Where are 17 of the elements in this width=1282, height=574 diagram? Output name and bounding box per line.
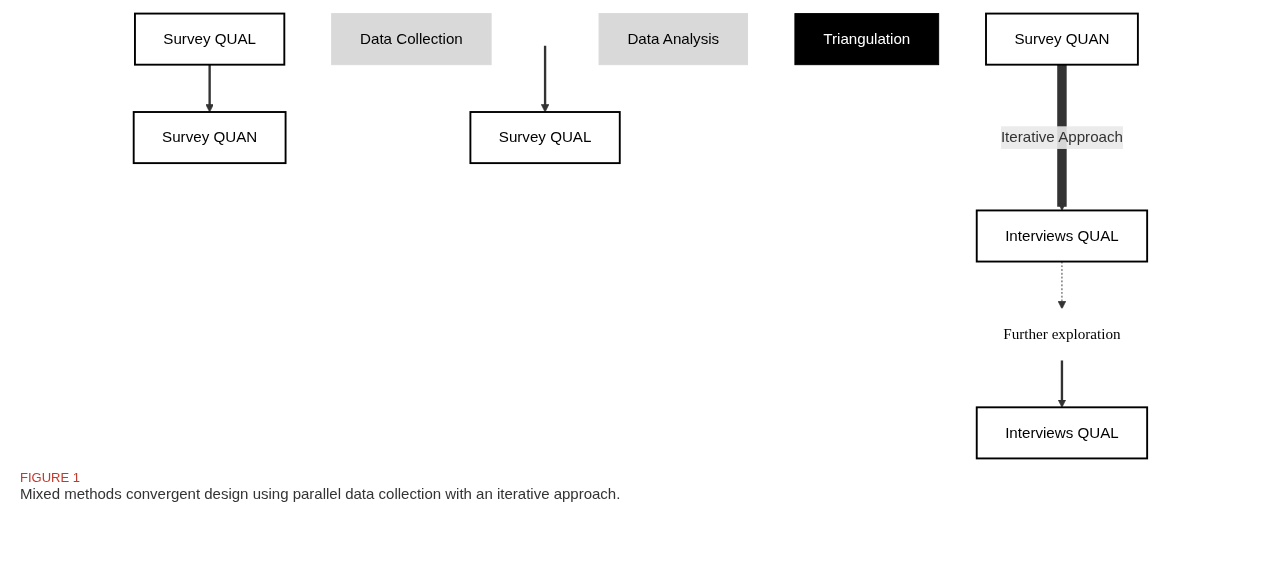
figure-caption: Mixed methods convergent design using parallel data collection with an iterative approach. (20, 485, 622, 502)
node-box: Data Collection (330, 13, 492, 66)
node-box: Survey QUAL (469, 111, 621, 165)
arrow (1056, 63, 1067, 211)
edge-label: Iterative Approach (1000, 129, 1123, 146)
node-text: Further exploration (1002, 325, 1121, 343)
arrow (205, 64, 214, 113)
node-box: Interviews QUAL (975, 406, 1148, 460)
node-box: Survey QUAN (984, 12, 1139, 66)
arrow (540, 45, 549, 113)
node-box: Survey QUAN (132, 111, 287, 165)
figure-label: FIGURE 1 (20, 470, 81, 485)
node-box: Data Analysis (598, 13, 748, 66)
node-box: Triangulation (794, 13, 939, 66)
node-box: Survey QUAL (133, 12, 285, 66)
node-box: Interviews QUAL (975, 209, 1148, 263)
arrow (1057, 360, 1066, 408)
